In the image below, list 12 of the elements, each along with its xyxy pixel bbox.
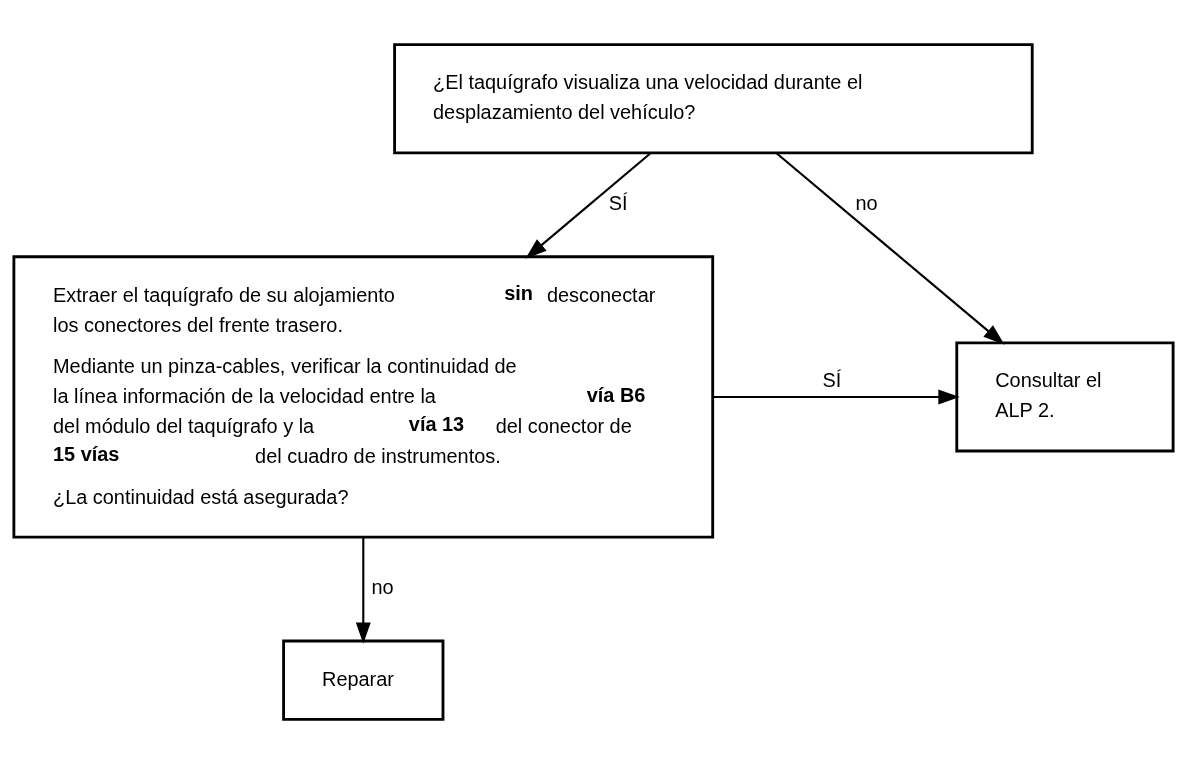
arrow <box>525 152 652 259</box>
arrow <box>713 389 960 405</box>
node-box: Consultar el ALP 2. <box>955 341 1175 453</box>
node-box: ¿El taquígrafo visualiza una velocidad durante el desplazamiento del vehículo? <box>393 43 1034 155</box>
edge-label: no <box>855 192 878 215</box>
node-box: Extraer el taquígrafo de su alojamiento sin desconectar los conectores del frente trasero. Mediante un pinza-cables, verificar la continuidad de la línea información de la velocidad entre la vía B6 del módulo del taquígrafo y la vía 13 del conector de 15 vías del cuadro de instrumentos. ¿La continuidad está asegurada? <box>12 255 715 539</box>
edge-label: SÍ <box>608 192 628 215</box>
arrow <box>355 537 371 644</box>
arrow <box>775 152 1005 345</box>
edge-label: no <box>371 576 394 599</box>
node-box: Reparar <box>282 639 445 721</box>
edge-label: SÍ <box>822 369 842 392</box>
